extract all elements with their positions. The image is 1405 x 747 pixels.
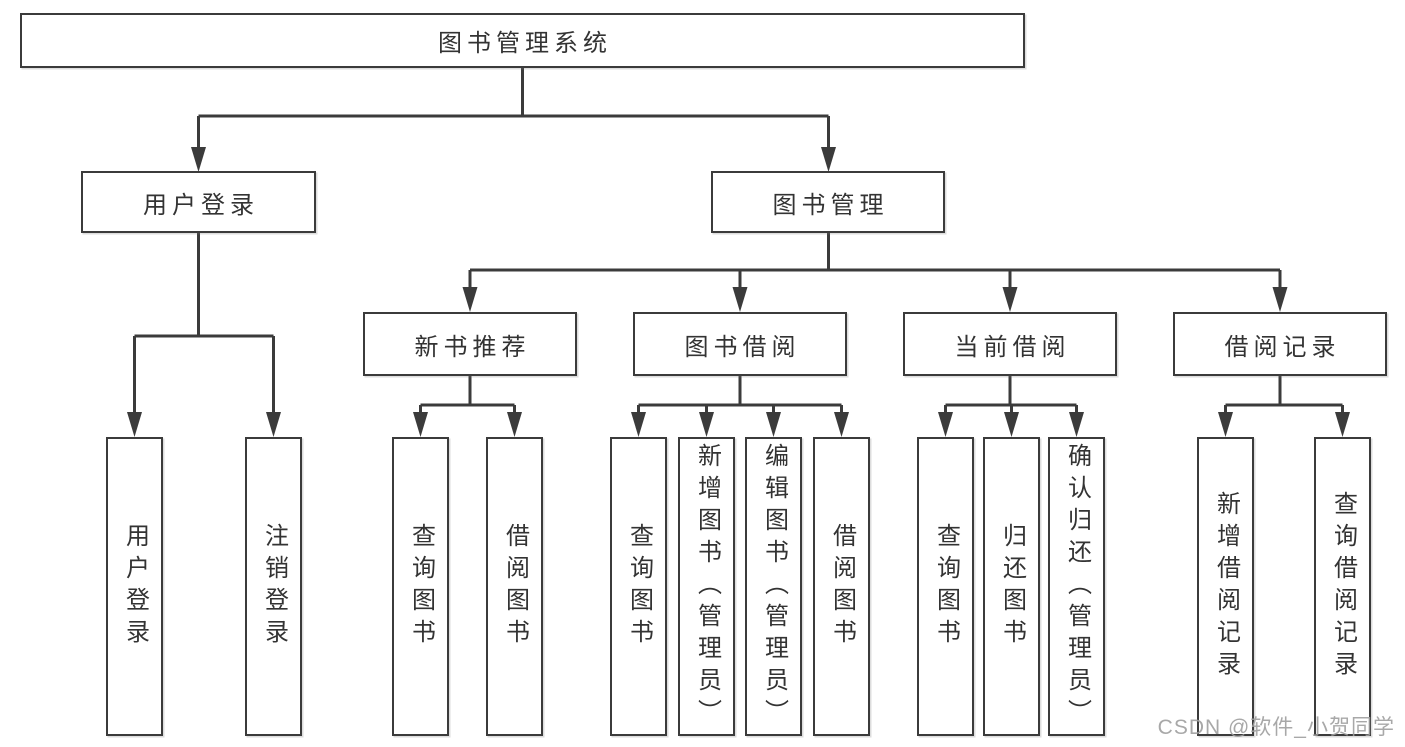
- leaf-label: 借阅图书: [828, 522, 856, 651]
- csdn-watermark: CSDN @软件_小贺同学: [1157, 716, 1395, 739]
- leaf-borrow-books-borrowing: 借阅图书: [813, 437, 870, 736]
- node-label: 图书管理系统: [438, 30, 612, 57]
- leaf-add-borrow-record: 新增借阅记录: [1197, 437, 1254, 736]
- leaf-query-books-recommend: 查询图书: [392, 437, 449, 736]
- leaf-query-books-current: 查询图书: [917, 437, 974, 736]
- node-new-book-recommendation: 新书推荐: [363, 312, 577, 376]
- leaf-label: 确认归还（管理员）: [1063, 442, 1091, 731]
- leaf-return-book: 归还图书: [983, 437, 1040, 736]
- leaf-add-book-admin: 新增图书（管理员）: [678, 437, 735, 736]
- node-label: 新书推荐: [414, 333, 531, 361]
- node-label: 借阅记录: [1224, 333, 1341, 361]
- node-label: 用户登录: [143, 191, 259, 219]
- leaf-label: 借阅图书: [501, 522, 529, 651]
- leaf-label: 查询图书: [625, 522, 653, 651]
- leaf-label: 查询借阅记录: [1329, 490, 1357, 683]
- leaf-label: 用户登录: [121, 522, 149, 651]
- node-label: 图书借阅: [684, 333, 801, 361]
- node-book-management: 图书管理: [711, 171, 945, 233]
- node-borrowing-records: 借阅记录: [1173, 312, 1387, 376]
- leaf-confirm-return-admin: 确认归还（管理员）: [1048, 437, 1105, 736]
- node-user-login: 用户登录: [81, 171, 316, 233]
- leaf-query-books-borrowing: 查询图书: [610, 437, 667, 736]
- leaf-label: 新增借阅记录: [1212, 490, 1240, 683]
- leaf-borrow-books-recommend: 借阅图书: [486, 437, 543, 736]
- leaf-label: 查询图书: [932, 522, 960, 651]
- leaf-label: 查询图书: [407, 522, 435, 651]
- leaf-query-borrow-record: 查询借阅记录: [1314, 437, 1371, 736]
- leaf-label: 编辑图书（管理员）: [760, 442, 788, 731]
- node-current-borrowing: 当前借阅: [903, 312, 1117, 376]
- leaf-label: 归还图书: [998, 522, 1026, 651]
- node-label: 图书管理: [772, 191, 889, 219]
- node-book-borrowing: 图书借阅: [633, 312, 847, 376]
- leaf-logout: 注销登录: [245, 437, 302, 736]
- node-label: 当前借阅: [954, 333, 1071, 361]
- leaf-label: 新增图书（管理员）: [693, 442, 721, 731]
- node-library-management-system: 图书管理系统: [20, 13, 1025, 68]
- leaf-user-login: 用户登录: [106, 437, 163, 736]
- leaf-edit-book-admin: 编辑图书（管理员）: [745, 437, 802, 736]
- leaf-label: 注销登录: [260, 522, 288, 651]
